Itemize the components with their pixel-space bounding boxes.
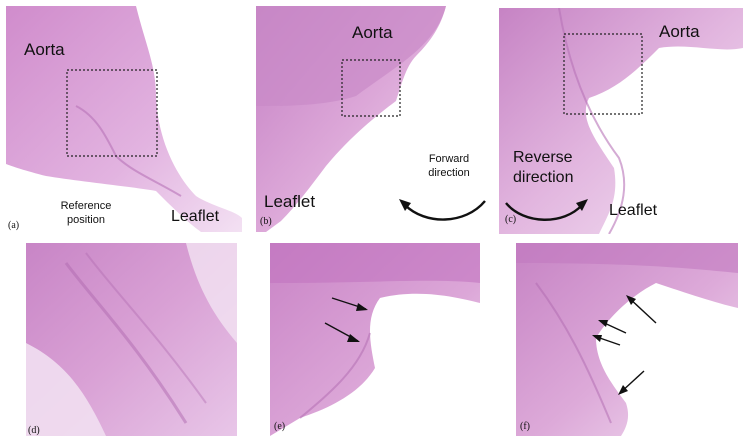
panel-a-tissue	[6, 6, 242, 232]
forward-direction-arrow	[399, 199, 486, 221]
panel-c-reverse-label: Reverse direction	[513, 149, 574, 186]
panel-c-tag: (c)	[505, 214, 517, 225]
panel-a-reference-label: Reference position	[60, 200, 112, 226]
panel-e: (e)	[270, 243, 480, 436]
panel-a-leaflet-label: Leaflet	[171, 208, 220, 225]
panel-f-tag: (f)	[520, 421, 530, 432]
panel-e-tissue	[270, 243, 480, 436]
panel-b-leaflet-label: Leaflet	[264, 192, 316, 211]
panel-c-aorta-label: Aorta	[659, 22, 700, 41]
panel-f-tissue	[516, 243, 738, 436]
panel-a: Aorta Leaflet Reference position (a)	[6, 6, 242, 232]
panel-d: (d)	[26, 243, 237, 436]
panel-f: (f)	[516, 243, 738, 436]
panel-b-tissue	[256, 6, 446, 232]
reverse-direction-arrow	[505, 199, 588, 221]
panel-a-aorta-label: Aorta	[24, 40, 65, 59]
panel-c-leaflet-label: Leaflet	[609, 202, 658, 219]
panel-b-tag: (b)	[260, 216, 272, 227]
panel-a-tag: (a)	[8, 220, 20, 231]
panel-c-tissue	[499, 8, 743, 234]
panel-e-tag: (e)	[274, 421, 286, 432]
panel-d-tissue	[26, 243, 237, 436]
panel-b: Aorta Leaflet (b)	[256, 6, 486, 232]
panel-d-tag: (d)	[28, 425, 40, 436]
forward-direction-label: Forward direction	[428, 153, 470, 179]
panel-b-aorta-label: Aorta	[352, 23, 393, 42]
panel-c: Aorta Leaflet Reverse direction (c)	[499, 8, 743, 234]
